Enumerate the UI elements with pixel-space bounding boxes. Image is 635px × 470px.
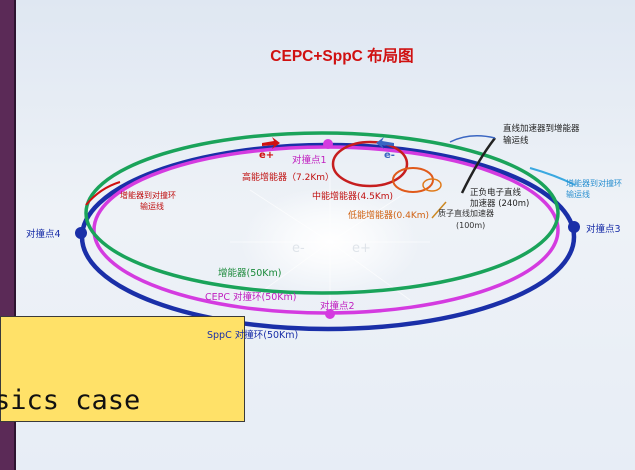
em-linac-label: 正负电子直线 加速器 (240m) <box>470 187 529 209</box>
slide-left-bar-edge <box>14 0 16 470</box>
linac-to-booster-label: 直线加速器到增能器 输运线 <box>503 123 582 146</box>
proton-linac-label: 质子直线加速器 (100m) <box>438 208 497 230</box>
e-minus-arrow-icon <box>376 137 394 149</box>
em-linac <box>460 137 496 194</box>
ip3-label: 对撞点3 <box>586 223 621 235</box>
booster-ring <box>84 131 560 295</box>
ip1-label: 对撞点1 <box>292 154 327 166</box>
ip3-marker <box>568 221 580 233</box>
linac-transfer-line <box>449 135 496 143</box>
right-transfer-line <box>529 167 576 186</box>
high-energy-booster-ring <box>331 140 409 188</box>
low-energy-booster-label: 低能增能器(0.4Km) <box>348 209 429 221</box>
proton-linac <box>431 201 447 219</box>
ip4-marker <box>75 227 87 239</box>
slide-title: CEPC+SppC 布局图 <box>270 46 413 65</box>
left-transfer-line <box>85 181 121 206</box>
e-plus-label: e+ <box>259 150 274 161</box>
ip2-label: 对撞点2 <box>320 300 355 312</box>
mid-energy-booster-ring <box>392 167 434 193</box>
center-e-plus-label: e+ <box>352 241 371 256</box>
booster-to-collider-left-label: 增能器到对撞环 输运线 <box>120 190 179 211</box>
low-energy-booster-ring <box>422 178 442 192</box>
ip1-marker <box>323 139 333 149</box>
e-minus-label: e- <box>384 150 395 161</box>
booster-to-collider-right-label: 增能器到对撞环 输运线 <box>566 178 625 199</box>
ip2-marker <box>325 309 335 319</box>
high-energy-booster-label: 高能增能器（7.2Km） <box>242 171 334 183</box>
ip4-label: 对撞点4 <box>26 228 61 240</box>
center-e-minus-label: e- <box>292 241 305 256</box>
cepc-ring-label: CEPC 对撞环(50Km) <box>205 291 297 303</box>
mid-energy-booster-label: 中能增能器(4.5Km) <box>312 190 393 202</box>
e-plus-arrow-icon <box>262 137 280 149</box>
callout-text: sics case <box>0 385 141 416</box>
booster-ring-label: 增能器(50Km) <box>218 267 282 279</box>
callout-box <box>0 316 245 422</box>
